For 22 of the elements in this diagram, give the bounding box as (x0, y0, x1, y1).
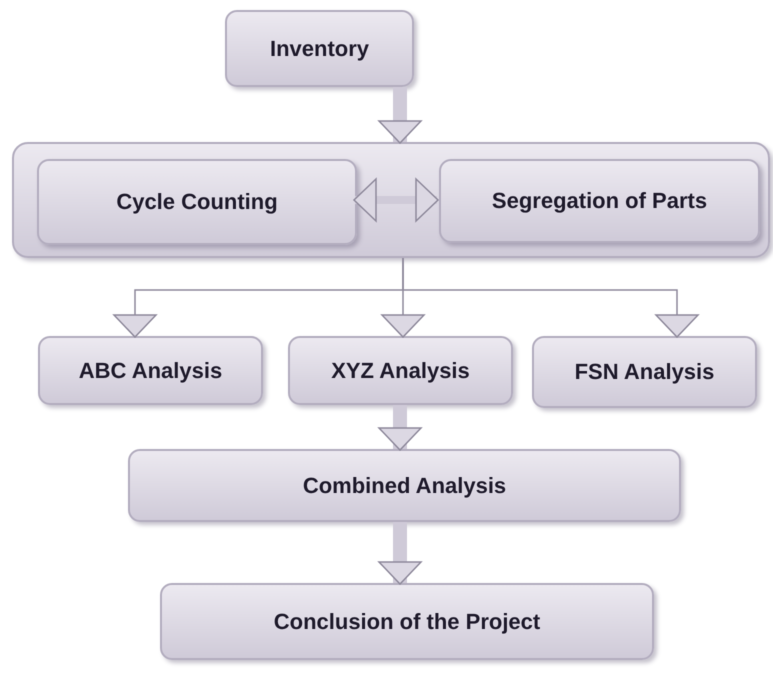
box-label: FSN Analysis (574, 358, 716, 386)
process-box (439, 159, 760, 243)
group-panel (12, 142, 770, 258)
process-box (288, 336, 513, 405)
process-box (37, 159, 357, 245)
box-label: XYZ Analysis (330, 356, 471, 384)
process-box (532, 336, 757, 408)
arrow (402, 258, 699, 338)
box-label: Segregation of Parts (490, 187, 708, 215)
box-label: Inventory (268, 34, 370, 62)
box-label: Combined Analysis (302, 472, 508, 500)
arrow (353, 178, 439, 222)
arrow (378, 522, 422, 585)
box-label: Conclusion of the Project (272, 608, 542, 636)
process-box (38, 336, 263, 405)
arrow (378, 405, 422, 451)
process-box (225, 10, 414, 87)
box-label: ABC Analysis (78, 356, 224, 384)
process-box (160, 583, 654, 660)
process-box (128, 449, 681, 522)
box-label: Cycle Counting (115, 188, 279, 216)
arrow (378, 87, 422, 144)
